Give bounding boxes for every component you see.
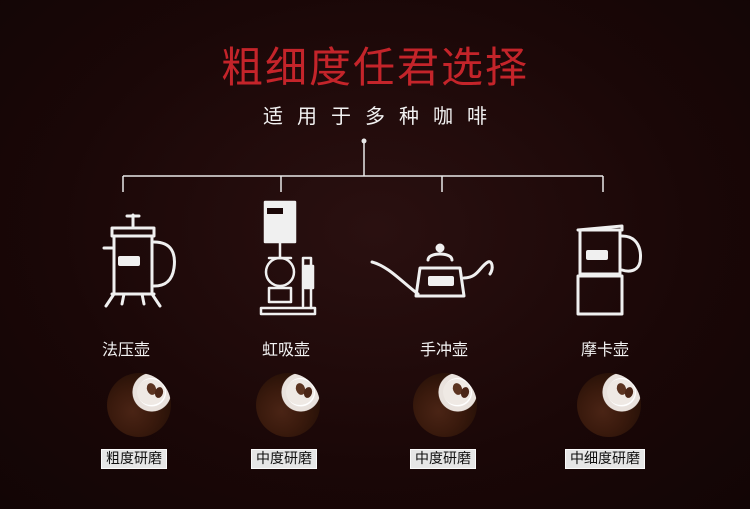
medium-fine-ground-coffee-image [577, 373, 641, 437]
pot-label-pour-over: 手冲壶 [419, 340, 468, 359]
moka-pot-icon [576, 224, 642, 316]
grind-label-medium-2: 中度研磨 [410, 449, 476, 469]
page-subtitle: 适用于多种咖啡 [263, 104, 501, 128]
coarse-ground-coffee-image [107, 373, 171, 437]
grind-label-medium: 中度研磨 [251, 449, 317, 469]
grind-label-coarse: 粗度研磨 [101, 449, 167, 469]
page-title: 粗细度任君选择 [220, 43, 529, 92]
medium-ground-coffee-image [256, 373, 320, 437]
french-press-icon [102, 213, 176, 308]
pot-label-french-press: 法压壶 [101, 340, 150, 359]
grind-label-medium-fine: 中细度研磨 [565, 449, 645, 469]
siphon-icon [259, 200, 317, 316]
pot-label-moka: 摩卡壶 [580, 340, 629, 359]
medium-ground-coffee-image-2 [413, 373, 477, 437]
pour-over-kettle-icon [370, 243, 494, 298]
pot-label-siphon: 虹吸壶 [261, 340, 310, 359]
